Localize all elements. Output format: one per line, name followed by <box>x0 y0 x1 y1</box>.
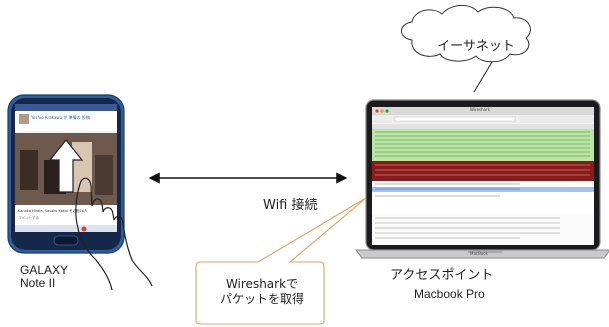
phone-reaction-text: Kanaka Hirata, Sasaku Kakui その他16人 <box>18 209 88 213</box>
phone-label-line1: GALAXY <box>20 263 69 277</box>
phone-post-author: Yoshio Arakawa が 準備の 投稿 <box>31 115 90 120</box>
phone-device <box>7 94 125 254</box>
cloud-label: イーサネット <box>437 39 515 54</box>
access-point-label: アクセスポイント <box>390 268 494 283</box>
phone-label: GALAXY Note II <box>20 264 68 290</box>
callout-line2: パケットを取得 <box>219 292 304 306</box>
hand-drawing <box>75 177 153 291</box>
swipe-up-arrow <box>48 139 84 193</box>
macbook-label: Macbook Pro <box>414 287 485 301</box>
packet-list-lines <box>375 131 590 239</box>
phone-comment-text: コメントする <box>18 216 39 220</box>
phone-label-line2: Note II <box>20 276 56 290</box>
laptop-device <box>355 99 609 259</box>
wifi-connection-label: Wifi 接続 <box>263 198 318 213</box>
wireshark-callout <box>195 197 367 325</box>
callout-line1: Wiresharkで <box>225 277 299 291</box>
ethernet-cloud <box>401 5 531 63</box>
laptop-window-title: Wireshark <box>470 107 491 112</box>
cloud-link-line <box>473 61 493 93</box>
laptop-brand: MacBook <box>470 251 489 256</box>
callout-text: Wiresharkで パケットを取得 <box>202 277 322 307</box>
